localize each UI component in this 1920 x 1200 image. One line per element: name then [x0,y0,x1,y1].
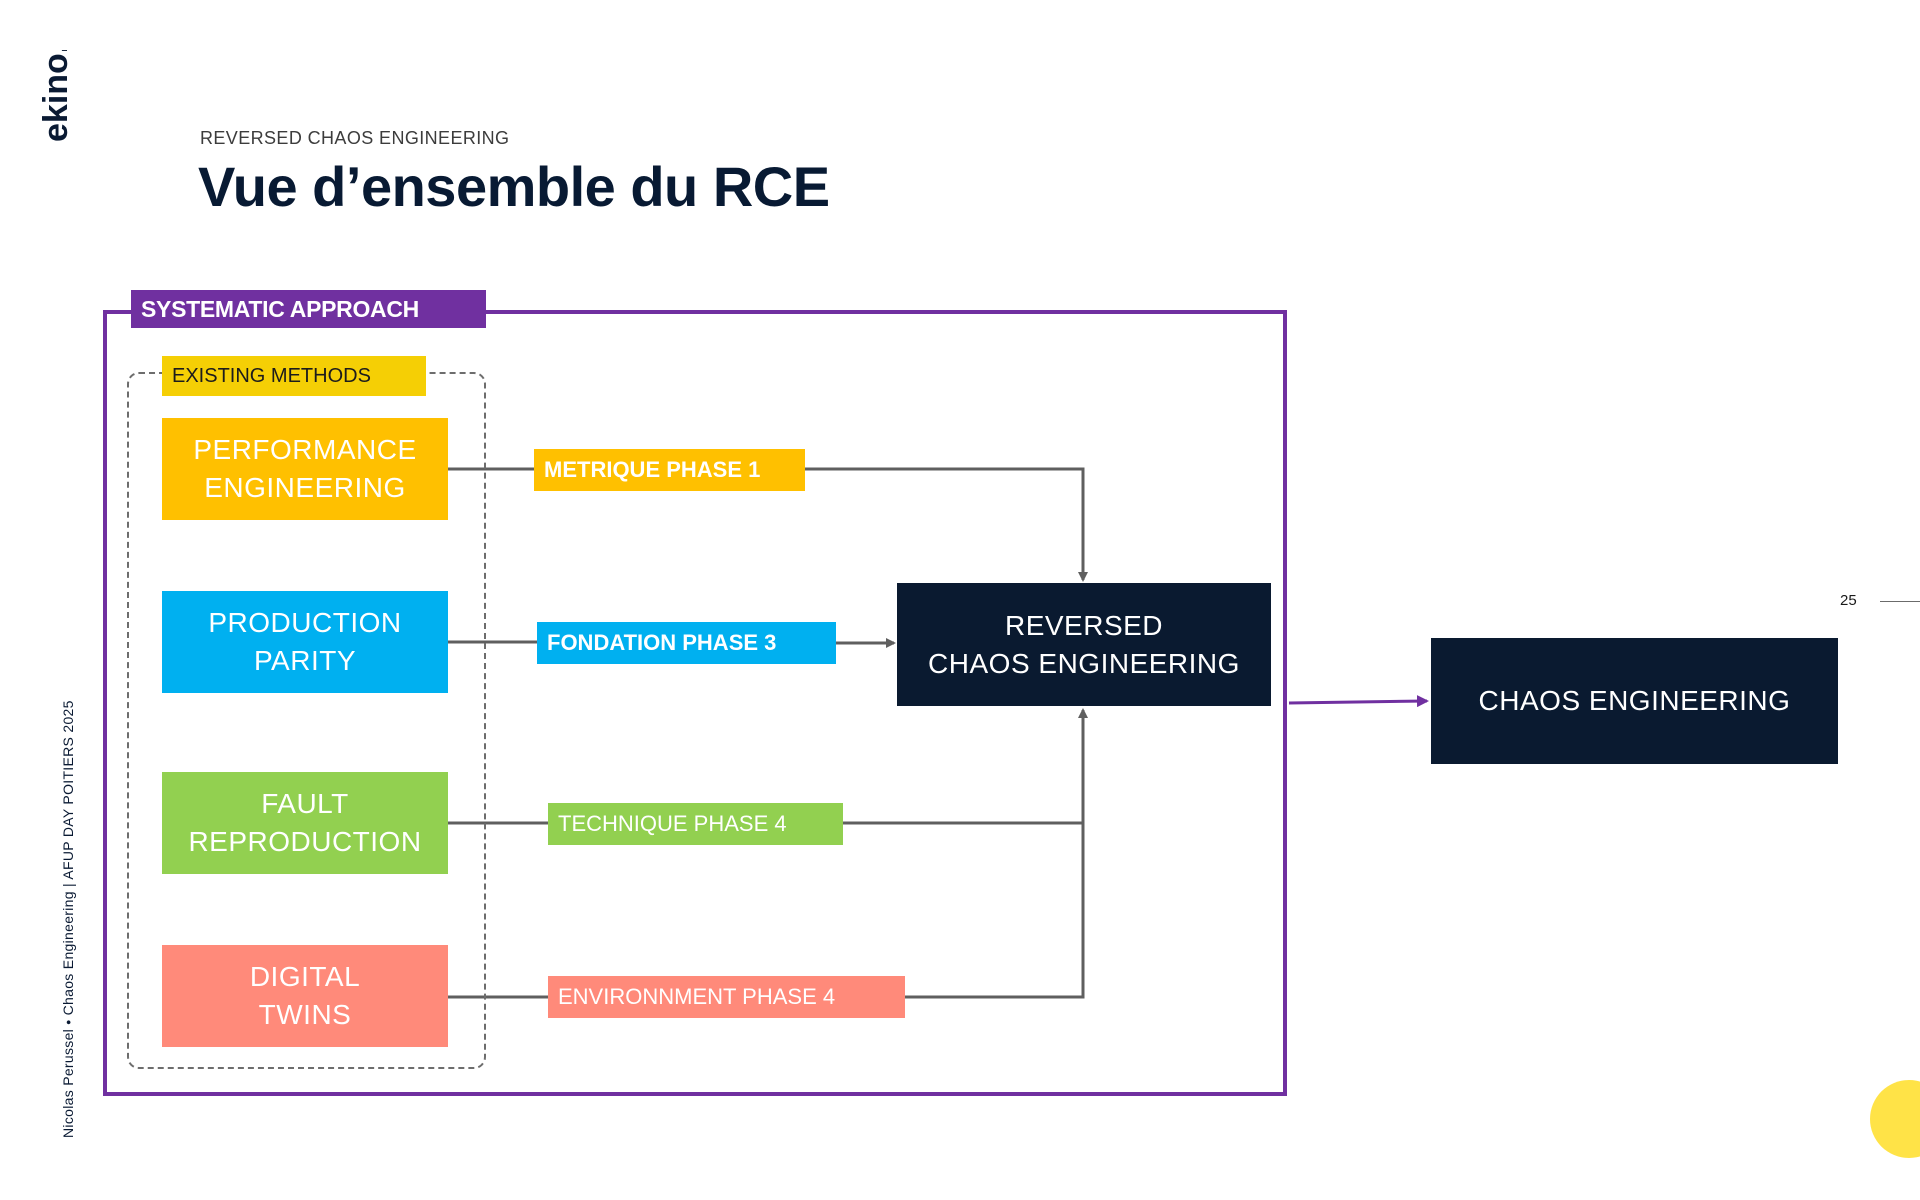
rce-label-line: CHAOS ENGINEERING [928,647,1240,679]
systematic-approach-label: SYSTEMATIC APPROACH [131,290,486,328]
method-label-line: FAULT [261,788,349,819]
ekino-logo-text: ekino. [37,50,74,142]
method-label-line: PARITY [253,645,357,676]
method-fault-reproduction: FAULT REPRODUCTION [162,772,448,874]
phase-environnement: ENVIRONNMENT PHASE 4 [548,976,905,1018]
method-digital-twins: DIGITAL TWINS [162,945,448,1047]
method-production-parity: PRODUCTION PARITY [162,591,448,693]
chaos-engineering-box: CHAOS ENGINEERING [1431,638,1838,764]
page-title: Vue d’ensemble du RCE [198,155,830,218]
method-label-line: TWINS [258,999,352,1030]
phase-fondation: FONDATION PHASE 3 [537,622,836,664]
method-label-line: PRODUCTION [208,607,402,638]
ekino-logo: ekino. [37,50,74,142]
phase-technique: TECHNIQUE PHASE 4 [548,803,843,845]
method-label-line: ENGINEERING [204,472,406,503]
side-caption: Nicolas Perussel • Chaos Engineering | A… [60,700,76,1138]
method-performance-engineering: PERFORMANCE ENGINEERING [162,418,448,520]
existing-methods-label: EXISTING METHODS [162,356,426,396]
reversed-chaos-engineering-box: REVERSED CHAOS ENGINEERING [897,583,1271,706]
method-label-line: DIGITAL [249,961,361,992]
method-label-line: PERFORMANCE [193,434,417,465]
page-number-rule [1880,601,1920,602]
phase-metrique: METRIQUE PHASE 1 [534,449,805,491]
systematic-approach-frame [103,310,1287,1096]
method-label-line: REPRODUCTION [188,826,422,857]
page-number: 25 [1840,592,1857,609]
section-kicker: REVERSED CHAOS ENGINEERING [200,128,510,148]
connector-approach-to-ce [1288,695,1429,708]
rce-label-line: REVERSED [1004,609,1164,641]
decorative-circle [1870,1080,1920,1158]
